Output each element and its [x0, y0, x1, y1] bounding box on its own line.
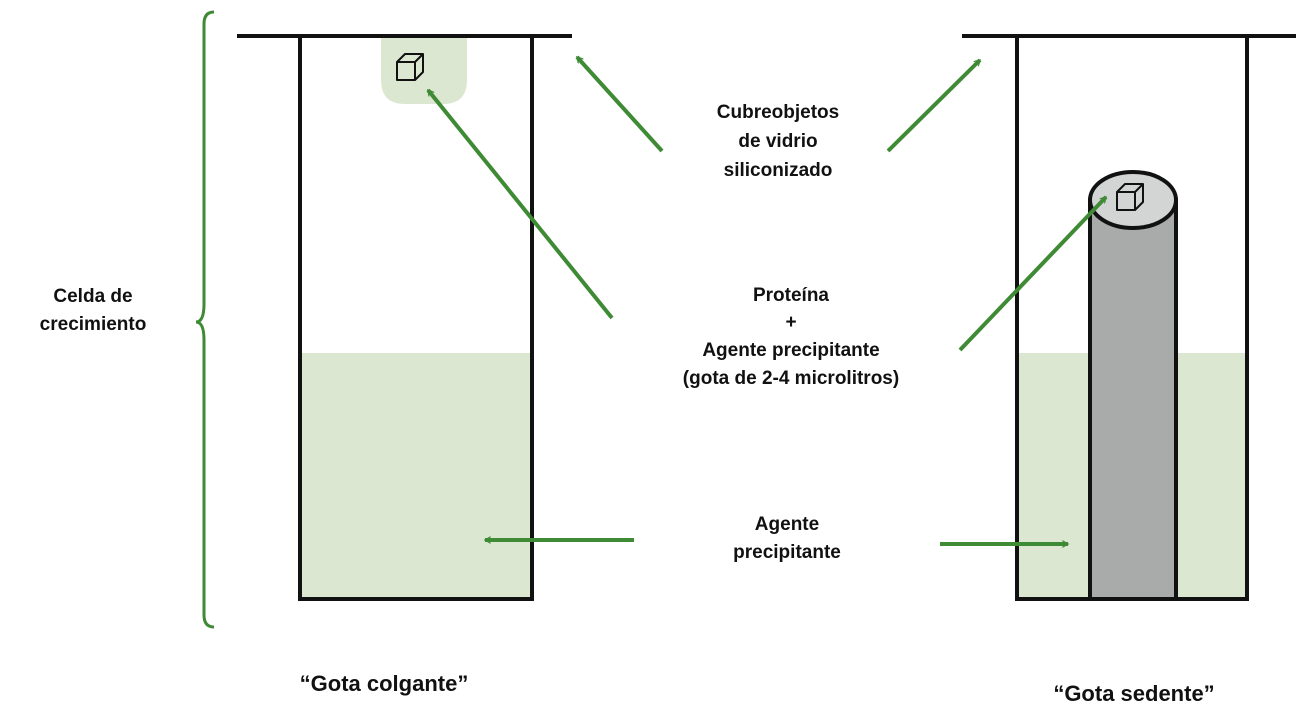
- arrow-to-coverslip-left: [575, 55, 664, 153]
- svg-text:de vidrio: de vidrio: [738, 131, 817, 152]
- crystal-cube-icon: [396, 53, 424, 81]
- pedestal-top: [1088, 170, 1178, 230]
- arrow-to-sitting-drop: [958, 195, 1108, 352]
- reservoir-liquid-left: [300, 353, 532, 599]
- svg-text:+: +: [785, 312, 796, 333]
- svg-text:precipitante: precipitante: [733, 542, 841, 563]
- coverslip-label: Cubreobjetos de vidrio siliconizado: [717, 102, 839, 181]
- arrow-to-hanging-drop: [426, 88, 614, 320]
- svg-text:crecimiento: crecimiento: [40, 314, 147, 335]
- well-outline-right: [1015, 36, 1249, 601]
- svg-text:Agente: Agente: [755, 514, 819, 535]
- sitting-drop-well: [962, 34, 1296, 601]
- svg-text:siliconizado: siliconizado: [724, 160, 833, 181]
- growth-cell-brace: [195, 10, 215, 629]
- crystal-cube-icon: [1116, 183, 1144, 211]
- pedestal-body: [1088, 198, 1178, 601]
- well-outline-left: [298, 36, 534, 601]
- svg-text:Celda de: Celda de: [53, 286, 132, 307]
- arrow-to-coverslip-right: [886, 58, 982, 153]
- svg-text:Agente precipitante: Agente precipitante: [702, 340, 879, 361]
- precipitant-label: Agente precipitante: [733, 514, 841, 563]
- svg-text:Cubreobjetos: Cubreobjetos: [717, 102, 839, 123]
- arrows: [426, 55, 1108, 544]
- svg-text:(gota de 2-4 microlitros): (gota de 2-4 microlitros): [683, 368, 899, 389]
- hanging-drop-caption: “Gota colgante”: [300, 671, 469, 696]
- sitting-drop-caption: “Gota sedente”: [1053, 681, 1214, 701]
- protein-drop-label: Proteína + Agente precipitante (gota de …: [683, 285, 899, 389]
- hanging-drop-well: [237, 34, 572, 601]
- svg-text:Proteína: Proteína: [753, 285, 829, 306]
- growth-cell-label: Celda de crecimiento: [40, 286, 147, 335]
